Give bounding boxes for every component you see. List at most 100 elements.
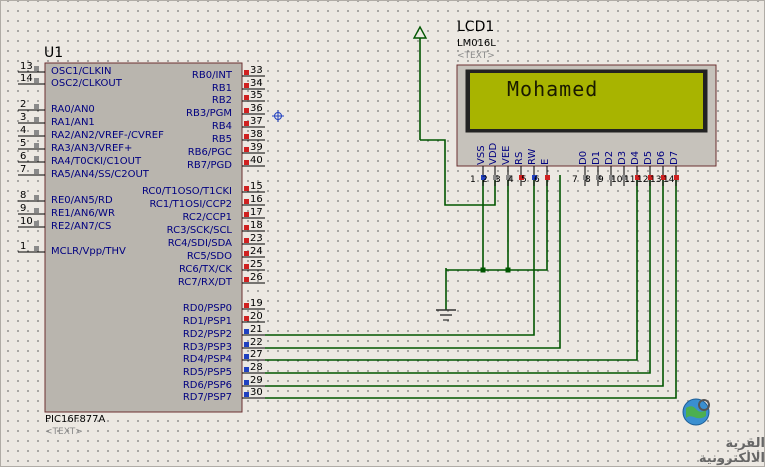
mcu-pin-marker[interactable] bbox=[244, 238, 249, 243]
mcu-body[interactable] bbox=[44, 62, 243, 413]
mcu-pin-marker[interactable] bbox=[34, 130, 39, 135]
mcu-text-placeholder: <TEXT> bbox=[45, 427, 83, 437]
mcu-pin-label: RD7/PSP7 bbox=[182, 392, 232, 403]
ground-terminal[interactable] bbox=[436, 268, 456, 321]
mcu-pin-marker[interactable] bbox=[244, 147, 249, 152]
mcu-pin-number: 18 bbox=[250, 220, 263, 231]
mcu-pin-marker[interactable] bbox=[244, 316, 249, 321]
lcd-display-text: Mohamed bbox=[507, 77, 599, 101]
mcu-pin-marker[interactable] bbox=[244, 212, 249, 217]
mcu-pin-marker[interactable] bbox=[244, 251, 249, 256]
mcu-pin-label: RB0/INT bbox=[191, 70, 232, 81]
mcu-pin-number: 27 bbox=[250, 349, 263, 360]
mcu-pin-marker[interactable] bbox=[34, 66, 39, 71]
mcu-pin-marker[interactable] bbox=[34, 221, 39, 226]
mcu-pin-marker[interactable] bbox=[244, 392, 249, 397]
lcd-pin-number: 6 bbox=[534, 175, 540, 185]
lcd-pin-label: D0 bbox=[578, 150, 589, 165]
lcd-pin-marker[interactable] bbox=[596, 175, 601, 180]
mcu-pin-marker[interactable] bbox=[244, 186, 249, 191]
lcd-pin-marker[interactable] bbox=[583, 175, 588, 180]
lcd-text-placeholder: <TEXT> bbox=[457, 51, 495, 61]
lcd-screen[interactable] bbox=[470, 73, 703, 129]
junctions bbox=[480, 267, 511, 273]
mcu-pin-number: 34 bbox=[250, 78, 263, 89]
mcu-pin-marker[interactable] bbox=[244, 277, 249, 282]
mcu-pin-label: RD1/PSP1 bbox=[182, 316, 232, 327]
lcd-pin-marker[interactable] bbox=[648, 175, 653, 180]
mcu-pin-marker[interactable] bbox=[34, 78, 39, 83]
lcd-pin-marker[interactable] bbox=[609, 175, 614, 180]
mcu-pin-number: 4 bbox=[20, 125, 27, 136]
mcu-pin-marker[interactable] bbox=[34, 156, 39, 161]
mcu-pin-marker[interactable] bbox=[34, 195, 39, 200]
mcu-pin-label: RD0/PSP0 bbox=[182, 303, 232, 314]
mcu-pin-number: 17 bbox=[250, 207, 263, 218]
mcu-pin-label: RC3/SCK/SCL bbox=[166, 225, 232, 236]
mcu-pin-label: RD3/PSP3 bbox=[182, 342, 232, 353]
mcu-pin-label: RC7/RX/DT bbox=[177, 277, 232, 288]
mcu-pin-marker[interactable] bbox=[244, 303, 249, 308]
wire-d5 bbox=[265, 175, 651, 374]
power-terminal[interactable] bbox=[412, 25, 428, 140]
mcu-pin-label: RA2/AN2/VREF-/CVREF bbox=[51, 130, 164, 141]
mcu-pin-number: 5 bbox=[20, 138, 27, 149]
lcd-pin-marker[interactable] bbox=[493, 175, 498, 180]
mcu-pin-label: MCLR/Vpp/THV bbox=[51, 246, 126, 257]
mcu-pin-marker[interactable] bbox=[34, 117, 39, 122]
lcd-pin-marker[interactable] bbox=[545, 175, 550, 180]
mcu-pin-label: RD6/PSP6 bbox=[182, 380, 232, 391]
logo-text: القرية الالكترونية bbox=[698, 436, 765, 466]
lcd-pin-marker[interactable] bbox=[674, 175, 679, 180]
lcd-pin-label: D1 bbox=[591, 150, 602, 165]
mcu-pin-marker[interactable] bbox=[244, 329, 249, 334]
mcu-pin-marker[interactable] bbox=[244, 354, 249, 359]
lcd-pin-marker[interactable] bbox=[506, 175, 511, 180]
mcu-pin-marker[interactable] bbox=[244, 264, 249, 269]
mcu-pin-label: RC1/T1OSI/CCP2 bbox=[149, 199, 232, 210]
lcd-pin-number: 8 bbox=[585, 175, 591, 185]
lcd-pin-marker[interactable] bbox=[532, 175, 537, 180]
lcd-pin-label: VEE bbox=[501, 145, 512, 165]
mcu-pin-label: RB1 bbox=[211, 83, 232, 94]
mcu-pin-number: 26 bbox=[250, 272, 263, 283]
lcd-pin-marker[interactable] bbox=[661, 175, 666, 180]
mcu-pin-marker[interactable] bbox=[244, 380, 249, 385]
mcu-pin-marker[interactable] bbox=[244, 160, 249, 165]
mcu-pin-marker[interactable] bbox=[34, 143, 39, 148]
lcd-pin-marker[interactable] bbox=[481, 175, 486, 180]
lcd-pin-marker[interactable] bbox=[635, 175, 640, 180]
mcu-pin-label: RB5 bbox=[211, 134, 232, 145]
probe-marker-icon[interactable] bbox=[272, 110, 284, 122]
mcu-pin-marker[interactable] bbox=[34, 169, 39, 174]
mcu-pin-marker[interactable] bbox=[244, 367, 249, 372]
mcu-pin-number: 13 bbox=[20, 61, 33, 72]
mcu-pin-number: 35 bbox=[250, 90, 263, 101]
lcd-pin-number: 14 bbox=[663, 175, 675, 185]
lcd-pin-number: 9 bbox=[598, 175, 604, 185]
mcu-pin-marker[interactable] bbox=[244, 199, 249, 204]
lcd-pin-number: 11 bbox=[624, 175, 636, 185]
mcu-pin-label: RB4 bbox=[211, 121, 232, 132]
mcu-pin-number: 14 bbox=[20, 73, 33, 84]
mcu-pin-marker[interactable] bbox=[34, 104, 39, 109]
mcu-pin-marker[interactable] bbox=[244, 108, 249, 113]
mcu-pin-marker[interactable] bbox=[244, 83, 249, 88]
globe-logo-icon bbox=[682, 398, 710, 426]
mcu-pin-marker[interactable] bbox=[244, 342, 249, 347]
mcu-pin-marker[interactable] bbox=[244, 225, 249, 230]
lcd-pin-label: E bbox=[540, 158, 551, 165]
mcu-pin-number: 7 bbox=[20, 164, 27, 175]
mcu-pin-number: 36 bbox=[250, 103, 263, 114]
mcu-pin-marker[interactable] bbox=[244, 95, 249, 100]
mcu-pin-marker[interactable] bbox=[34, 208, 39, 213]
mcu-pin-marker[interactable] bbox=[34, 246, 39, 251]
lcd-pin-label: D3 bbox=[617, 150, 628, 165]
mcu-pin-marker[interactable] bbox=[244, 70, 249, 75]
mcu-pin-marker[interactable] bbox=[244, 134, 249, 139]
mcu-pin-label: RE0/AN5/RD bbox=[51, 195, 113, 206]
mcu-pin-marker[interactable] bbox=[244, 121, 249, 126]
lcd-pin-marker[interactable] bbox=[519, 175, 524, 180]
lcd-pin-marker[interactable] bbox=[622, 175, 627, 180]
